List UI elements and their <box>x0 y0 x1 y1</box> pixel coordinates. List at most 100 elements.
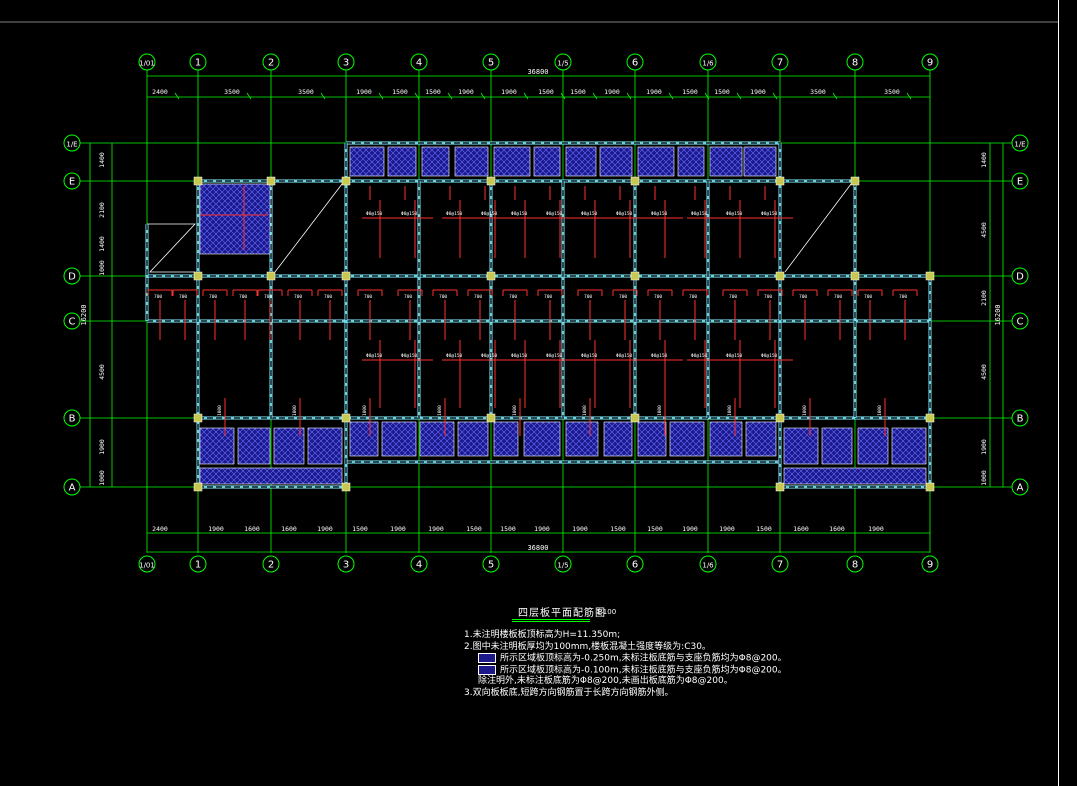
dim-bottom-seg: 1900 <box>208 525 224 533</box>
rebar-label: Φ8@150 <box>691 211 708 217</box>
dim-top-seg: 1900 <box>604 88 620 96</box>
axis-bubble-bottom-label: 9 <box>927 560 933 571</box>
column <box>193 482 203 492</box>
axis-bubble-top-label: 1/6 <box>702 60 714 68</box>
hatched-slab <box>599 146 633 177</box>
axis-bubble-left <box>63 267 81 285</box>
dim-bottom-seg: 2400 <box>152 525 168 533</box>
rebar-label: Φ8@150 <box>401 211 418 217</box>
support-label: 700 <box>864 294 872 300</box>
dim-tick <box>246 92 252 100</box>
dim-tick <box>523 92 529 100</box>
rebar-label: Φ8@150 <box>616 211 633 217</box>
dim-bottom-seg: 1900 <box>317 525 333 533</box>
rebar-label: Φ8@150 <box>511 211 528 217</box>
axis-bubble-left <box>63 312 81 330</box>
dim-tick <box>378 92 384 100</box>
dim-bottom-seg: 1900 <box>682 525 698 533</box>
dim-left-seg: 1400 <box>98 236 106 252</box>
hatched-slab <box>565 146 597 177</box>
rebar-b-label: 1000 <box>437 405 443 416</box>
dim-tick <box>832 92 838 100</box>
hatched-slab <box>533 146 561 177</box>
dim-bottom-seg: 1500 <box>466 525 482 533</box>
dim-left-seg: 1000 <box>98 470 106 486</box>
axis-bubble-left-label: D <box>68 272 76 283</box>
hatch-swatch-1 <box>478 653 496 663</box>
rebar-label: Φ8@150 <box>691 353 708 359</box>
column <box>630 271 640 281</box>
dim-total-bottom: 36800 <box>527 544 548 552</box>
dim-tick <box>704 92 710 100</box>
support-label: 700 <box>264 294 272 300</box>
axis-bubble-left-label: A <box>69 483 76 494</box>
dim-bottom-seg: 1900 <box>572 525 588 533</box>
dim-top-seg: 1900 <box>646 88 662 96</box>
axis-bubble-top-label: 5 <box>488 58 494 69</box>
dim-bottom-seg: 1600 <box>281 525 297 533</box>
hatched-slab <box>273 427 305 465</box>
column <box>925 413 935 423</box>
hatched-slab <box>677 146 705 177</box>
rebar-b-label: 1000 <box>877 405 883 416</box>
rebar-b-label: 1000 <box>802 405 808 416</box>
viewport-border <box>1058 0 1059 786</box>
axis-bubble-bottom <box>138 555 156 573</box>
dim-top-seg: 1900 <box>501 88 517 96</box>
hatched-slab <box>821 427 853 465</box>
dim-right-seg: 1900 <box>980 439 988 455</box>
hatched-slab <box>457 421 489 457</box>
rebar-label: Φ8@150 <box>761 211 778 217</box>
axis-bubble-top <box>921 53 939 71</box>
dim-tick <box>592 92 598 100</box>
axis-bubble-top <box>771 53 789 71</box>
dim-bottom-seg: 1500 <box>610 525 626 533</box>
dim-top-seg: 1500 <box>538 88 554 96</box>
dim-bottom-seg: 1900 <box>868 525 884 533</box>
rebar-label: Φ8@150 <box>511 353 528 359</box>
axis-bubble-bottom-label: 7 <box>777 560 783 571</box>
axis-bubble-bottom <box>921 555 939 573</box>
axis-bubble-left-label: B <box>69 414 76 425</box>
rebar-b-label: 1000 <box>362 405 368 416</box>
hatched-slab <box>419 421 455 457</box>
note-2: 2.图中未注明板厚均为100mm,楼板混凝土强度等级为:C30。 <box>464 641 711 652</box>
column <box>341 271 351 281</box>
column <box>850 176 860 186</box>
column <box>193 176 203 186</box>
dim-tick <box>668 92 674 100</box>
hatched-slab <box>743 146 777 177</box>
rebar-label: Φ8@150 <box>546 211 563 217</box>
rebar-label: Φ8@150 <box>726 211 743 217</box>
axis-bubble-left-label: E <box>69 177 75 188</box>
dim-tick <box>414 92 420 100</box>
support-label: 700 <box>364 294 372 300</box>
axis-bubble-top-label: 3 <box>343 58 349 69</box>
dim-left-seg: 1900 <box>98 439 106 455</box>
support-label: 700 <box>324 294 332 300</box>
column <box>630 176 640 186</box>
column <box>266 176 276 186</box>
dim-bottom-seg: 1900 <box>390 525 406 533</box>
dim-bottom-seg: 1500 <box>500 525 516 533</box>
axis-bubble-bottom <box>262 555 280 573</box>
hatched-slab <box>637 421 667 457</box>
hatched-slab <box>454 146 489 177</box>
rebar-b-label: 1000 <box>512 405 518 416</box>
axis-bubble-top <box>337 53 355 71</box>
dim-top-seg: 2400 <box>152 88 168 96</box>
drawing-scale: 1:100 <box>596 608 617 616</box>
hatched-slab <box>523 421 561 457</box>
rebar-label: Φ8@150 <box>726 353 743 359</box>
hatched-slab <box>603 421 633 457</box>
rebar-label: Φ8@150 <box>446 211 463 217</box>
support-label: 700 <box>179 294 187 300</box>
axis-bubble-top-label: 7 <box>777 58 783 69</box>
rebar-b-label: 1000 <box>217 405 223 416</box>
axis-bubble-left <box>63 172 81 190</box>
dim-left-seg: 2100 <box>98 202 106 218</box>
rebar-b-label: 1000 <box>292 405 298 416</box>
rebar-label: Φ8@150 <box>481 211 498 217</box>
dim-bottom-seg: 1500 <box>647 525 663 533</box>
